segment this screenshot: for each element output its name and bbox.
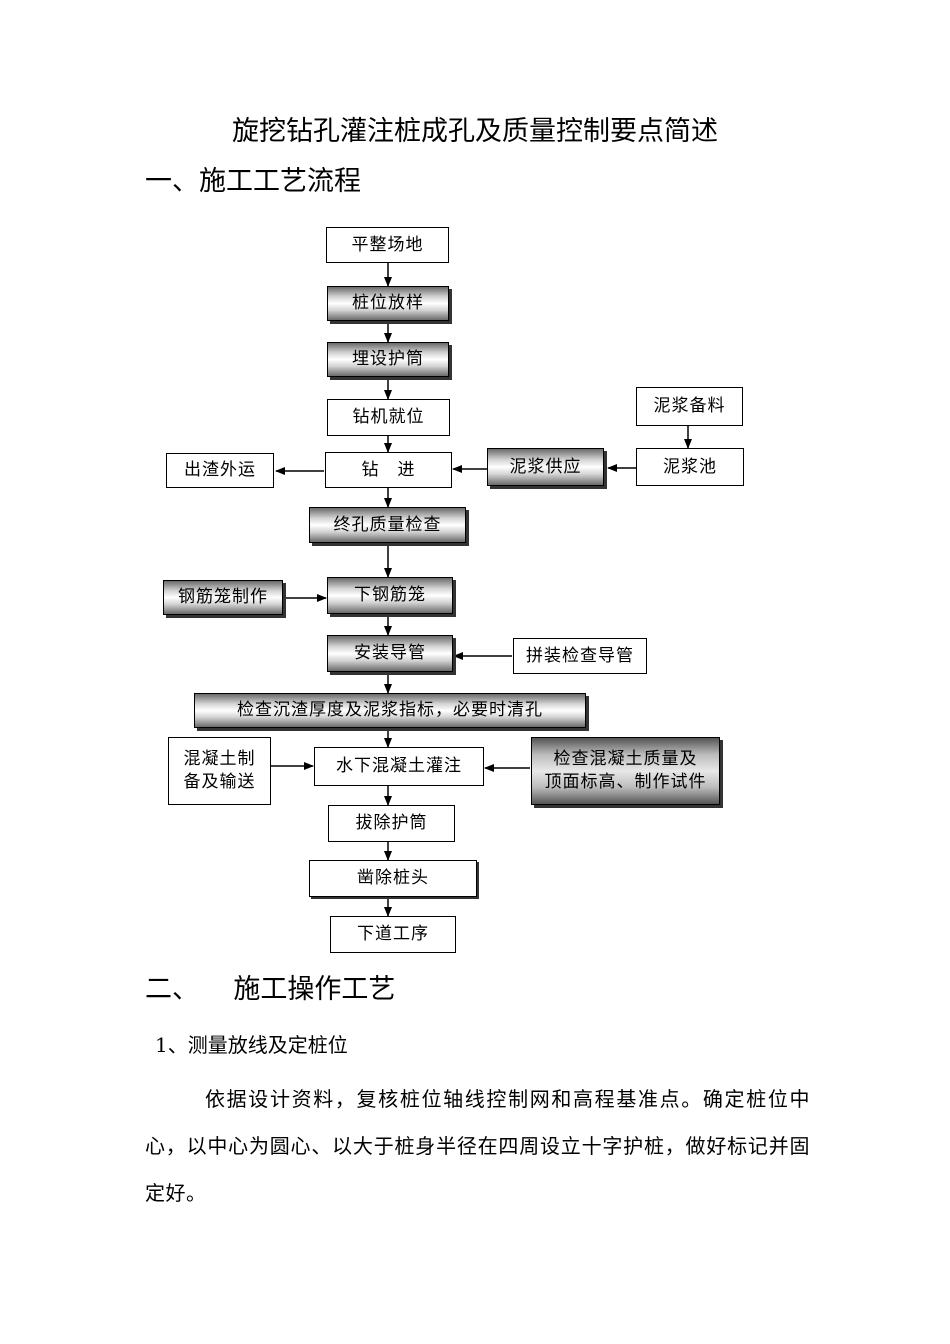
side-step-mud-material: 泥浆备料 xyxy=(636,387,743,426)
flow-step-label: 安装导管 xyxy=(354,643,426,663)
side-step-mud-supply: 泥浆供应 xyxy=(487,448,604,486)
flow-step-label: 钻机就位 xyxy=(352,407,425,427)
document-title: 旋挖钻孔灌注桩成孔及质量控制要点简述 xyxy=(232,116,718,147)
section-heading-operation: 二、 施工操作工艺 xyxy=(145,974,396,1005)
side-step-tremie-inspection: 拼装检查导管 xyxy=(513,638,647,674)
side-step-mud-pool: 泥浆池 xyxy=(636,448,744,486)
flow-step-label: 检查沉渣厚度及泥浆指标，必要时清孔 xyxy=(237,700,543,720)
side-step-label: 泥浆备料 xyxy=(653,396,726,416)
flow-step-site-leveling: 平整场地 xyxy=(326,227,449,263)
flow-step-label: 钻 进 xyxy=(361,459,416,480)
flow-step-label: 平整场地 xyxy=(351,234,424,255)
flow-step-label: 下道工序 xyxy=(357,924,429,944)
flow-step-label: 水下混凝土灌注 xyxy=(336,756,462,776)
flow-step-label: 下钢筋笼 xyxy=(354,585,426,605)
side-step-label: 出渣外运 xyxy=(184,460,256,480)
side-step-label: 检查混凝土质量及 顶面标高、制作试件 xyxy=(544,749,707,792)
side-step-cage-fabrication: 钢筋笼制作 xyxy=(163,580,283,615)
flow-step-label: 桩位放样 xyxy=(352,293,424,313)
flow-step-next-process: 下道工序 xyxy=(330,916,456,953)
flow-step-check-sediment: 检查沉渣厚度及泥浆指标，必要时清孔 xyxy=(194,693,586,728)
flow-step-chisel-pile-head: 凿除桩头 xyxy=(309,860,477,897)
section-heading-process-flow: 一、施工工艺流程 xyxy=(145,166,361,197)
side-step-label: 混凝土制 备及输送 xyxy=(183,749,256,792)
side-step-concrete-inspection: 检查混凝土质量及 顶面标高、制作试件 xyxy=(531,737,720,805)
flow-step-final-hole-check: 终孔质量检查 xyxy=(309,507,466,543)
flow-step-lower-cage: 下钢筋笼 xyxy=(327,577,453,614)
side-step-label: 泥浆供应 xyxy=(509,456,582,477)
flow-step-label: 终孔质量检查 xyxy=(333,514,442,535)
side-step-slag-removal: 出渣外运 xyxy=(166,453,274,488)
body-paragraph: 依据设计资料，复核桩位轴线控制网和高程基准点。确定桩位中心，以中心为圆心、以大于… xyxy=(145,1087,810,1205)
flow-step-pile-layout: 桩位放样 xyxy=(327,286,449,321)
subsection-heading-survey: 1、测量放线及定桩位 xyxy=(155,1033,348,1057)
side-step-label: 拼装检查导管 xyxy=(526,645,634,666)
flow-step-install-tremie: 安装导管 xyxy=(327,635,453,672)
flow-step-label: 拔除护筒 xyxy=(355,813,428,833)
flow-step-rig-positioning: 钻机就位 xyxy=(327,399,450,436)
flow-step-label: 埋设护筒 xyxy=(352,349,424,369)
flow-step-remove-casing: 拔除护筒 xyxy=(328,805,455,842)
side-step-concrete-preparation: 混凝土制 备及输送 xyxy=(168,737,271,805)
side-step-label: 钢筋笼制作 xyxy=(178,587,268,607)
flow-step-underwater-concrete: 水下混凝土灌注 xyxy=(314,747,484,786)
flow-step-drilling: 钻 进 xyxy=(325,452,452,488)
flow-step-label: 凿除桩头 xyxy=(357,868,429,888)
flow-step-casing: 埋设护筒 xyxy=(327,342,449,377)
side-step-label: 泥浆池 xyxy=(663,456,717,477)
